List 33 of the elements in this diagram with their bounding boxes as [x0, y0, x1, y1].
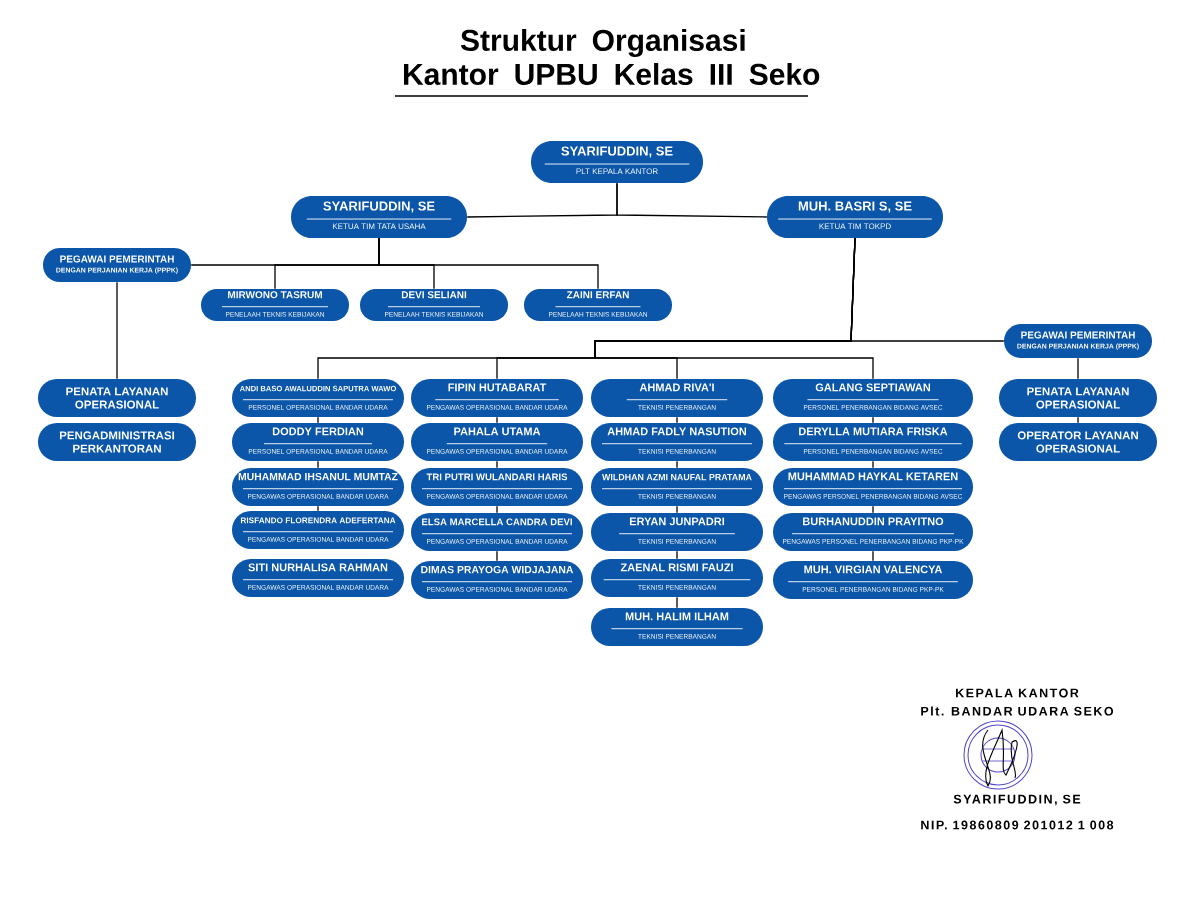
- connector-line: [872, 505, 874, 514]
- connector-line: [317, 505, 319, 512]
- person-box: SYARIFUDDIN, SE PLT KEPALA KANTOR: [531, 141, 703, 183]
- connector-line: [872, 416, 874, 424]
- connector-line: [116, 281, 118, 380]
- connector-line: [616, 182, 768, 218]
- signature-text: NIP. 19860809 201012 1 008: [921, 820, 1114, 830]
- person-box: SYARIFUDDIN, SE KETUA TIM TATA USAHA: [291, 196, 467, 238]
- position-box: PENGADMINISTRASI PERKANTORAN: [38, 423, 196, 461]
- position-box: PENATA LAYANAN OPERASIONAL: [999, 379, 1157, 417]
- connector-line: [872, 550, 874, 562]
- position-box: OPERATOR LAYANAN OPERASIONAL: [999, 423, 1157, 461]
- connector-line: [496, 460, 498, 469]
- connector-line: [1077, 416, 1079, 424]
- connector-line: [496, 550, 498, 562]
- connector-line: [872, 460, 874, 469]
- connector-line: [496, 416, 498, 424]
- connector-line: [676, 460, 678, 469]
- signature-text: SYARIFUDDIN, SE: [953, 794, 1081, 806]
- person-box: MUH. BASRI S, SE KETUA TIM TOKPD: [767, 196, 943, 238]
- signature-text: Plt. BANDAR UDARA SEKO: [921, 706, 1114, 716]
- connector-line: [378, 237, 599, 290]
- connector-line: [317, 416, 319, 424]
- connector-line: [1077, 357, 1079, 380]
- connector-line: [317, 460, 319, 469]
- title: Struktur Organisasi Kantor UPBU Kelas III Seko: [404, 29, 820, 85]
- position-box: PENATA LAYANAN OPERASIONAL: [38, 379, 196, 417]
- signature-text: KEPALA KANTOR: [956, 688, 1079, 698]
- connector-line: [676, 505, 678, 514]
- connector-line: [676, 416, 678, 424]
- connector-line: [496, 505, 498, 514]
- connector-line: [676, 596, 678, 609]
- connector-line: [676, 550, 678, 560]
